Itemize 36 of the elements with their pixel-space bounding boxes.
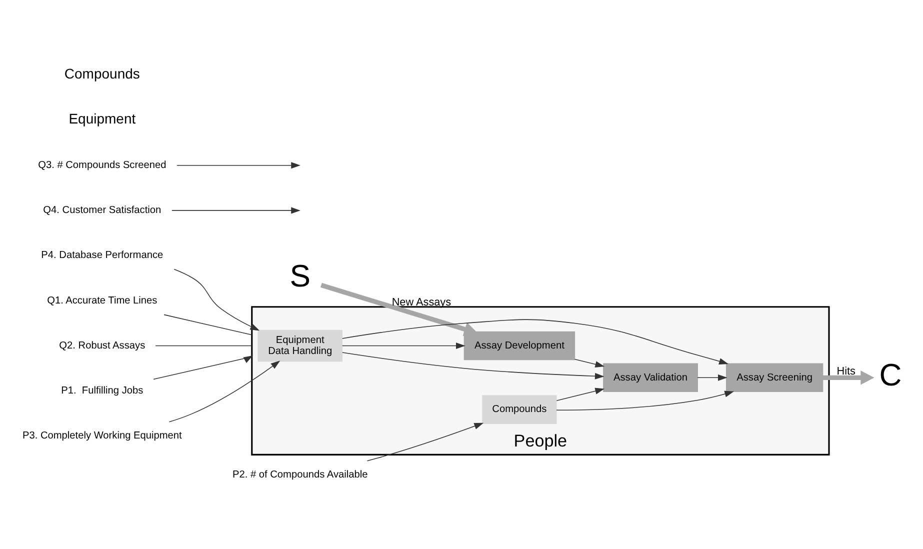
label: Compounds (64, 65, 140, 82)
node-text: Q3. # Compounds Screened (38, 159, 166, 170)
arrow (574, 358, 605, 367)
edge-label: New Assays (392, 296, 452, 308)
arrow (168, 360, 280, 422)
node-text: S (290, 258, 310, 294)
node-text: Q4. Customer Satisfaction (43, 204, 162, 216)
node-text: Q2. Robust Assays (59, 340, 146, 351)
arrow (342, 318, 728, 364)
node-text: P1. Fulfilling Jobs (61, 385, 144, 396)
arrow (342, 342, 466, 349)
arrow (822, 370, 874, 384)
arrow (366, 422, 484, 461)
arrow (556, 387, 605, 400)
arrow (172, 206, 300, 214)
node-text: P3. Completely Working Equipment (22, 430, 182, 442)
arrow (342, 352, 604, 379)
edge-label: Hits (836, 365, 856, 378)
arrow (153, 355, 253, 380)
node-box: Equipment Data Handling (258, 329, 342, 362)
arrow (176, 162, 300, 168)
node-box: Assay Development (464, 330, 576, 360)
node-box: Assay Validation (603, 362, 698, 392)
node-text: Q1. Accurate Time Lines (47, 294, 158, 306)
node-text: P4. Database Performance (41, 250, 164, 261)
connector (164, 314, 252, 335)
node-text: P2. # of Compounds Available (232, 469, 368, 480)
arrow (697, 374, 728, 380)
node-text: C (879, 356, 902, 392)
arrow (556, 390, 734, 410)
connector (155, 344, 252, 346)
node-box: Compounds (482, 394, 557, 424)
arrow (174, 268, 260, 330)
label: Equipment (68, 110, 136, 126)
node-box: Assay Screening (726, 362, 824, 392)
arrow (320, 282, 478, 336)
